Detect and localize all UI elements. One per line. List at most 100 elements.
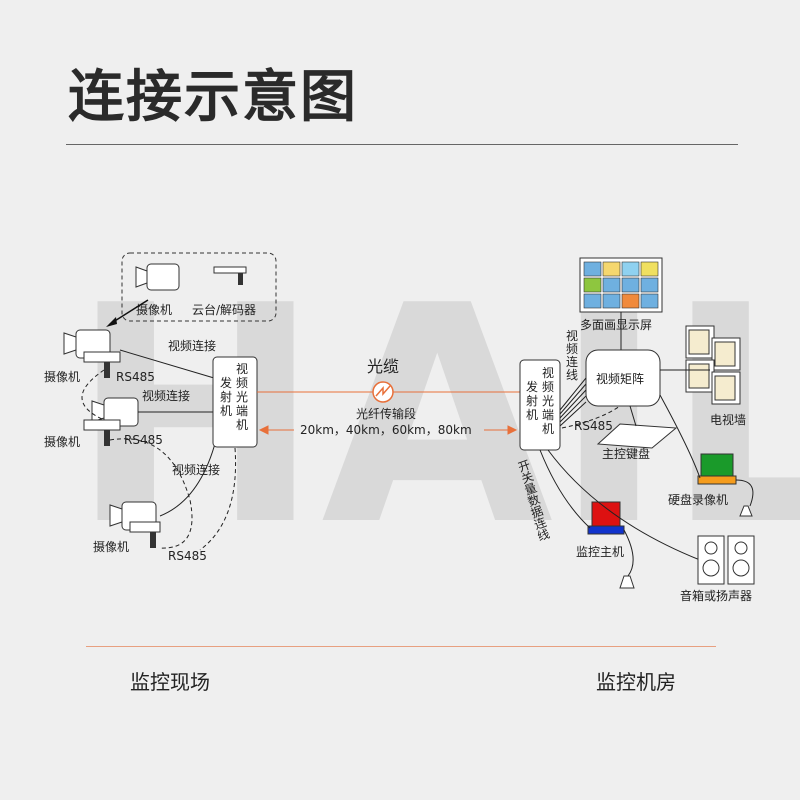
legend-camera-icon — [135, 263, 180, 291]
switch-link-char: 数 — [525, 491, 541, 509]
camera-2-rs485: RS485 — [124, 433, 163, 447]
transmitter-char: 频 — [236, 376, 248, 390]
receiver-char: 机 — [542, 422, 554, 436]
receiver-char: 端 — [542, 408, 554, 422]
camera-1-icon — [63, 329, 121, 378]
tv-monitor-screen — [714, 341, 736, 367]
display-cell — [602, 261, 621, 277]
transmitter-char: 视 — [236, 361, 248, 376]
transmitter-char: 端 — [236, 404, 248, 418]
transmitter-box — [212, 356, 258, 448]
host-screen — [591, 501, 621, 527]
fiber-distances: 20km，40km，60km，80km — [300, 423, 472, 437]
receiver-char: 机 — [526, 408, 538, 422]
video-link-char: 视 — [566, 328, 578, 343]
switch-link-char: 连 — [532, 514, 548, 532]
rs485-right-label: RS485 — [574, 419, 613, 433]
switch-link-char: 线 — [535, 527, 551, 544]
display-cell — [621, 293, 640, 309]
title-divider — [66, 144, 738, 145]
legend-camera-label: 摄像机 — [136, 302, 172, 317]
host-base — [587, 525, 625, 535]
camera-3-icon — [109, 501, 161, 548]
receiver-char: 射 — [526, 393, 538, 408]
switch-link-char: 量 — [523, 481, 539, 498]
receiver-char: 频 — [542, 380, 554, 394]
video-link-char: 连 — [566, 354, 578, 369]
camera-3-label: 摄像机 — [93, 539, 129, 554]
switch-link-char: 开 — [516, 458, 532, 475]
left-video-connections — [119, 349, 217, 517]
transmitter-char: 发 — [220, 375, 232, 390]
host-mic-icon — [619, 575, 635, 589]
transmitter-char: 机 — [236, 418, 248, 432]
dvr-base — [697, 475, 737, 485]
keyboard-label: 主控键盘 — [602, 446, 650, 461]
tv-wall-icon — [685, 325, 741, 405]
video-link-char: 线 — [566, 368, 578, 382]
speaker-link — [547, 449, 701, 561]
keyboard-link — [629, 405, 637, 427]
display-cell — [640, 261, 659, 277]
fiber-icon — [372, 381, 394, 403]
tv-monitor-screen — [714, 375, 736, 401]
switch-link-char: 关 — [519, 469, 535, 486]
host-link — [539, 449, 591, 529]
section-right-label: 监控机房 — [596, 670, 676, 694]
page-title: 连接示意图 — [68, 65, 358, 130]
legend-ptz-label: 云台/解码器 — [192, 302, 256, 317]
camera-1-rs485: RS485 — [116, 370, 155, 384]
receiver-text-col2: 发射机 — [526, 379, 538, 422]
display-cell — [640, 293, 659, 309]
display-label: 多面画显示屏 — [580, 318, 652, 332]
dvr-label: 硬盘录像机 — [668, 492, 728, 507]
display-cell — [583, 293, 602, 309]
distance-arrows — [258, 425, 518, 435]
display-cell — [583, 261, 602, 277]
host-label: 监控主机 — [576, 545, 624, 559]
legend-ptz-icon — [213, 266, 247, 285]
transmitter-char: 机 — [220, 404, 232, 418]
tv-monitor-screen — [688, 363, 710, 389]
watermark: HAILE — [70, 242, 800, 591]
display-cell — [583, 277, 602, 293]
display-cell — [602, 277, 621, 293]
fiber-label: 光缆 — [367, 357, 399, 376]
transmitter-char: 射 — [220, 389, 232, 404]
speaker-label: 音箱或扬声器 — [680, 588, 752, 603]
receiver-char: 发 — [526, 379, 538, 394]
display-cell — [640, 277, 659, 293]
camera-1-label: 摄像机 — [44, 369, 80, 384]
dvr-link — [659, 394, 701, 479]
camera-2-icon — [83, 397, 139, 446]
rs485-right-link — [561, 405, 621, 429]
section-left-label: 监控现场 — [130, 670, 210, 694]
display-cells — [583, 261, 659, 309]
matrix-label: 视频矩阵 — [596, 371, 644, 386]
left-rs485-connections — [81, 369, 237, 551]
camera-3-rs485: RS485 — [168, 549, 207, 563]
transmitter-text-col2: 发射机 — [220, 375, 232, 418]
camera-1-link-label: 视频连接 — [168, 338, 216, 353]
fiber-segment-label: 光纤传输段 — [356, 406, 416, 421]
dvr-mic-icon — [739, 505, 753, 517]
receiver-char: 视 — [542, 365, 554, 380]
camera-2-link-label: 视频连接 — [142, 388, 190, 403]
matrix-bus-lines — [559, 377, 587, 427]
switch-link-char: 据 — [529, 504, 545, 521]
legend-box — [121, 252, 277, 322]
dvr-screen — [700, 453, 734, 477]
display-cell — [621, 277, 640, 293]
speaker-icon — [697, 535, 755, 585]
tv-monitor-screen — [688, 329, 710, 355]
display-cell — [621, 261, 640, 277]
camera-3-link-label: 视频连接 — [172, 462, 220, 477]
bottom-divider — [86, 646, 716, 647]
camera-2-label: 摄像机 — [44, 434, 80, 449]
tv-wall-label: 电视墙 — [710, 412, 746, 427]
receiver-char: 光 — [542, 394, 554, 408]
